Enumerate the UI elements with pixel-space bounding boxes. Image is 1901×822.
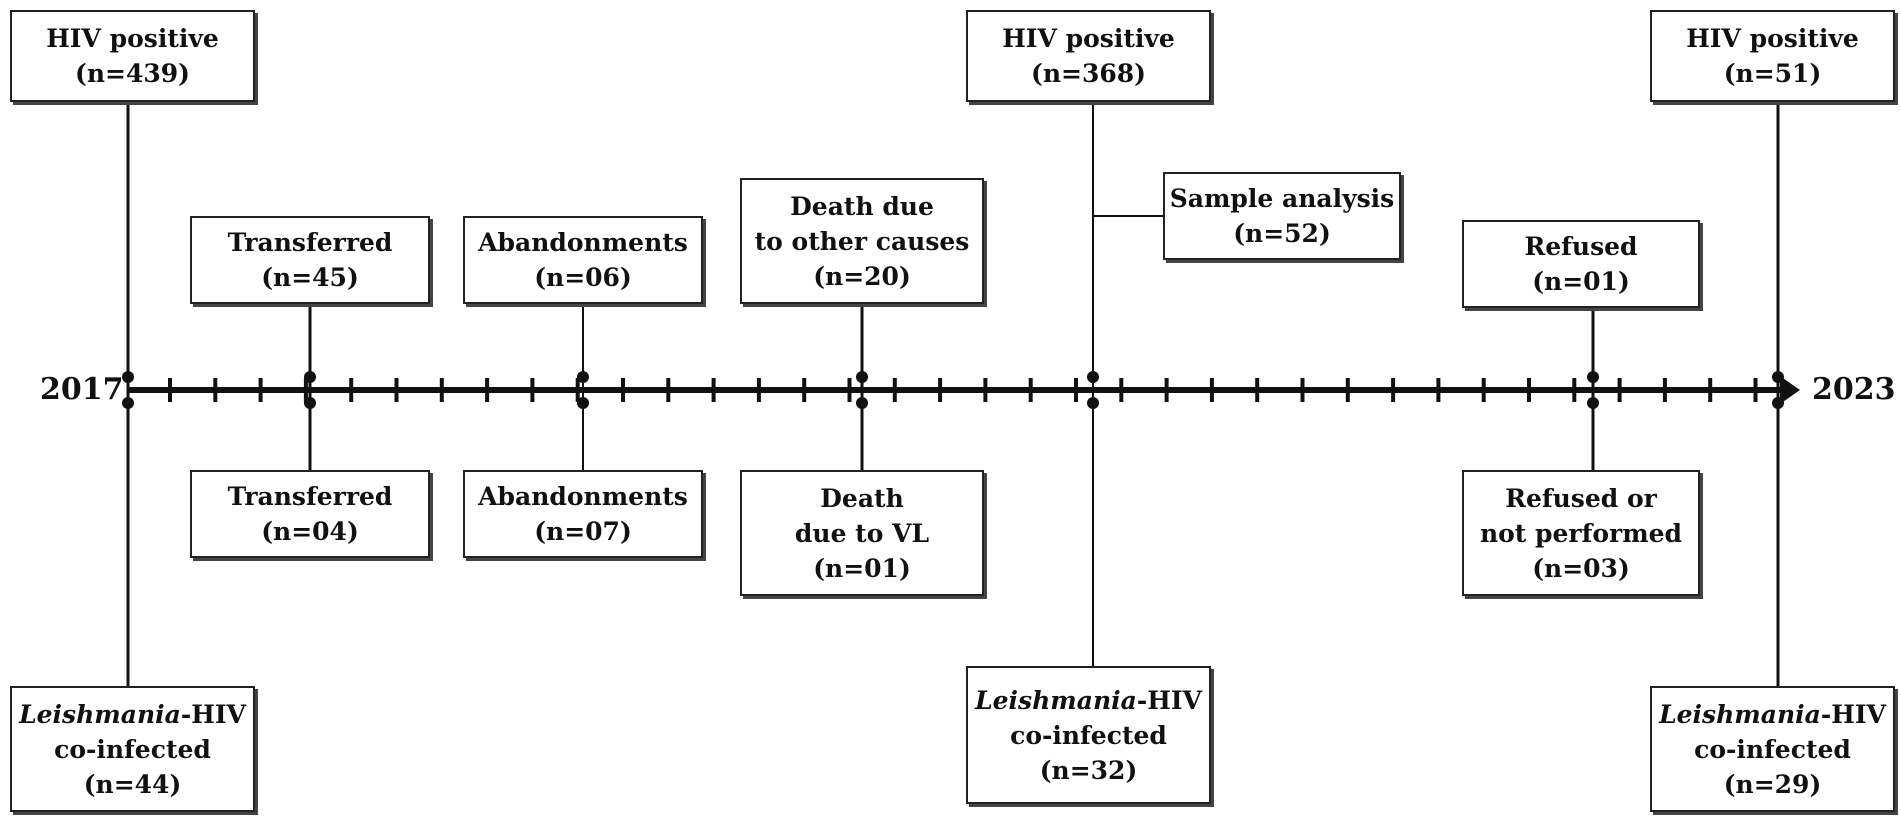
hiv-positive-2017-box: HIV positive (n=439) (10, 10, 255, 102)
timeline-arrowhead (1780, 376, 1800, 404)
junction-dot (856, 371, 868, 383)
junction-dot (1087, 397, 1099, 409)
coinfected-2023-box: Leishmania-HIV co-infected (n=29) (1650, 686, 1895, 812)
end-year-label: 2023 (1812, 372, 1896, 407)
timeline-ticks (168, 378, 1758, 402)
junction-dot (1587, 397, 1599, 409)
junction-dot (1772, 397, 1784, 409)
refused-not-performed-box: Refused or not performed (n=03) (1462, 470, 1700, 596)
abandonments-top-box: Abandonments (n=06) (463, 216, 703, 304)
junction-dot (122, 397, 134, 409)
junction-dot (304, 397, 316, 409)
junction-dot (856, 397, 868, 409)
junction-dot (1087, 371, 1099, 383)
hiv-positive-2023-box: HIV positive (n=51) (1650, 10, 1895, 102)
junction-dot (122, 371, 134, 383)
coinfected-2017-box: Leishmania-HIV co-infected (n=44) (10, 686, 255, 812)
junction-dot (577, 397, 589, 409)
death-other-causes-box: Death due to other causes (n=20) (740, 178, 984, 304)
abandonments-bottom-box: Abandonments (n=07) (463, 470, 703, 558)
junction-dot (577, 371, 589, 383)
connectors (126, 100, 1780, 688)
timeline-dots (122, 371, 1784, 409)
junction-dot (1587, 371, 1599, 383)
start-year-label: 2017 (40, 372, 124, 407)
transferred-top-box: Transferred (n=45) (190, 216, 430, 304)
transferred-bottom-box: Transferred (n=04) (190, 470, 430, 558)
junction-dot (304, 371, 316, 383)
junction-dot (1772, 371, 1784, 383)
refused-top-box: Refused (n=01) (1462, 220, 1700, 308)
death-due-to-vl-box: Death due to VL (n=01) (740, 470, 984, 596)
sample-analysis-box: Sample analysis (n=52) (1163, 172, 1401, 260)
coinfected-mid-box: Leishmania-HIV co-infected (n=32) (966, 666, 1211, 804)
hiv-positive-mid-box: HIV positive (n=368) (966, 10, 1211, 102)
